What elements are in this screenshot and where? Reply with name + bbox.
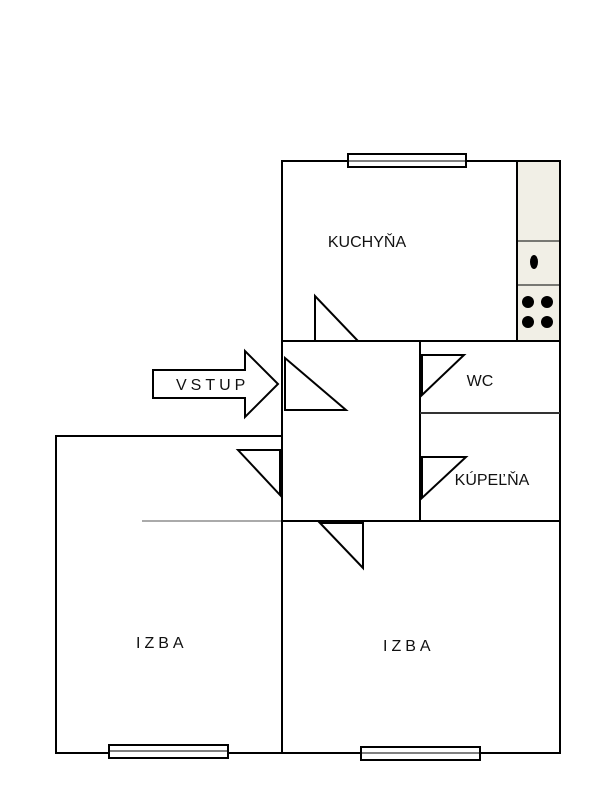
burner-icon (541, 316, 553, 328)
door-kitchen (314, 293, 361, 342)
entrance-arrow-icon (152, 348, 280, 420)
door-bathroom (421, 456, 469, 501)
burner-icon (541, 296, 553, 308)
sink-icon (530, 255, 538, 269)
door-left-room (235, 449, 281, 498)
label-wc: WC (467, 373, 494, 390)
door-right-room (317, 522, 364, 571)
right-room (281, 520, 561, 754)
kitchen-counter (516, 160, 561, 342)
hall-room (281, 340, 421, 522)
label-room-left: IZBA (136, 635, 188, 652)
door-wc (421, 354, 467, 398)
burner-icon (522, 316, 534, 328)
label-entrance: VSTUP (176, 377, 249, 394)
left-room (55, 435, 282, 754)
burner-icon (522, 296, 534, 308)
label-kitchen: KUCHYŇA (328, 232, 407, 251)
door-entrance (284, 355, 349, 411)
label-room-right: IZBA (383, 638, 435, 655)
label-bathroom: KÚPEĽŇA (455, 470, 530, 489)
